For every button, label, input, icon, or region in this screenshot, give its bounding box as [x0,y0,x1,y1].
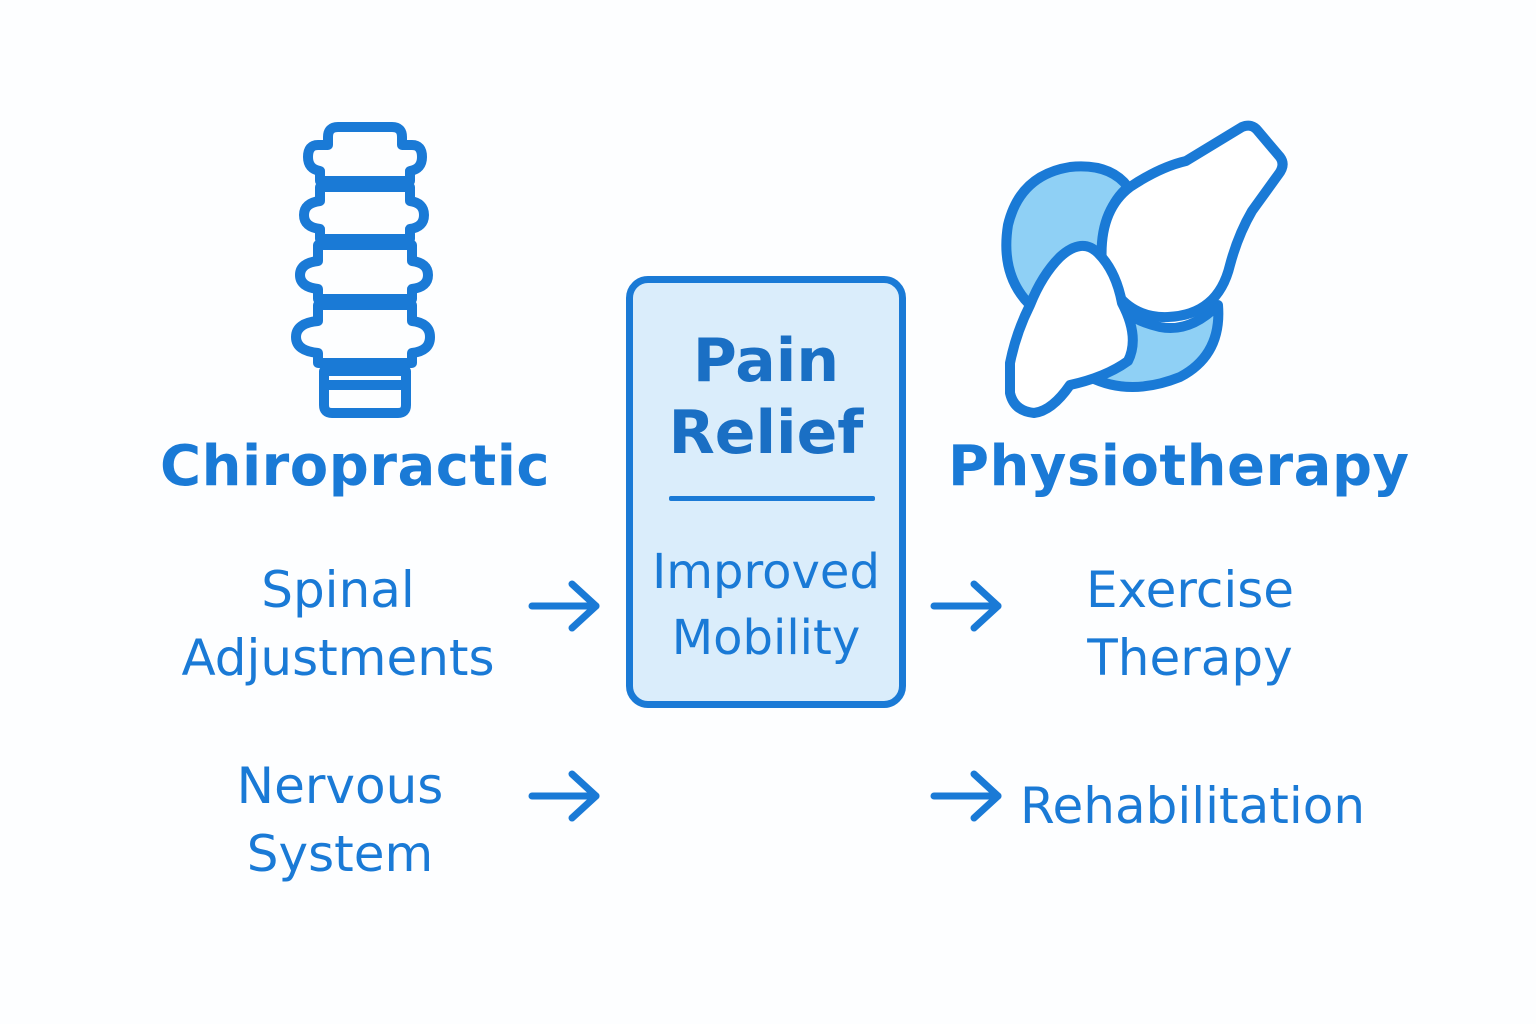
improved-mobility-label: Improved Mobility [633,539,899,671]
item-line: Adjustments [181,629,495,687]
spine-icon [291,122,435,418]
item-line: System [246,825,434,883]
title-line: Relief [668,398,864,468]
pain-relief-box: Pain Relief Improved Mobility [626,276,906,708]
rehabilitation-label: Rehabilitation [1020,777,1366,835]
sub-line: Improved [652,544,880,600]
item-line: Nervous [236,757,444,815]
pain-relief-title: Pain Relief [633,325,899,469]
arrow-right-icon [930,580,1002,632]
arrow-right-icon [528,580,600,632]
physiotherapy-title: Physiotherapy [948,434,1410,499]
item-line: Therapy [1087,629,1293,687]
item-line: Exercise [1085,561,1295,619]
joint-icon [1001,120,1288,418]
nervous-system-label: Nervous System [160,752,520,888]
title-line: Pain [692,326,840,396]
exercise-therapy-label: Exercise Therapy [1040,556,1340,692]
chiropractic-title: Chiropractic [160,434,551,499]
item-line: Spinal [261,561,415,619]
spinal-adjustments-label: Spinal Adjustments [160,556,516,692]
sub-line: Mobility [671,610,861,666]
arrow-right-icon [528,770,600,822]
divider [669,496,875,501]
arrow-right-icon [930,770,1002,822]
